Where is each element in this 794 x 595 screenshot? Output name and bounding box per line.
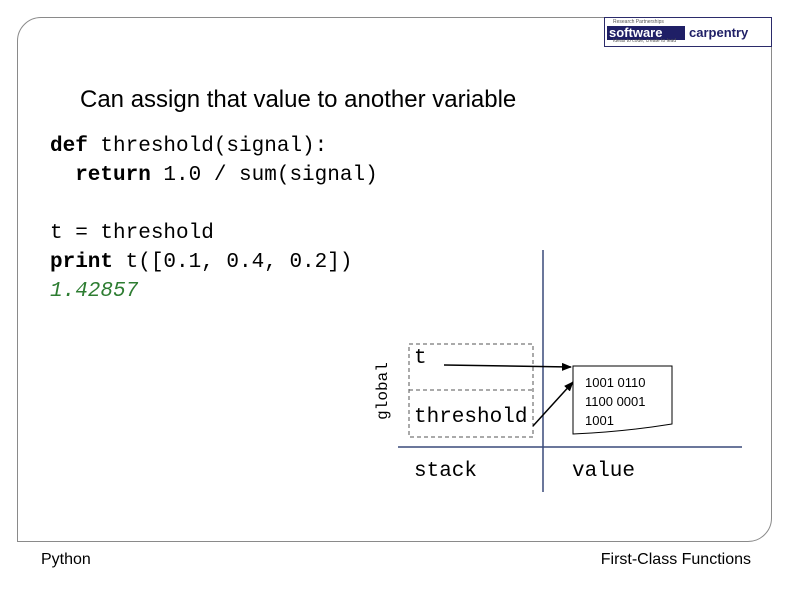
value-document — [572, 365, 673, 435]
keyword-def: def — [50, 135, 88, 158]
slide-title: Can assign that value to another variabl… — [80, 86, 517, 113]
arrow-t — [443, 362, 572, 371]
code-output: 1.42857 — [50, 280, 139, 303]
code-return-rest: 1.0 / sum(signal) — [150, 164, 378, 187]
logo-tagline-top: Research Partnerships — [613, 19, 664, 25]
global-scope-label: global — [374, 362, 392, 420]
code-line-print: print t([0.1, 0.4, 0.2]) — [50, 248, 352, 277]
logo-word-software: software — [609, 25, 663, 40]
footer-right: First-Class Functions — [600, 551, 751, 568]
software-carpentry-logo: Research Partnerships software carpentry… — [604, 17, 772, 47]
stack-var-t: t — [414, 347, 427, 370]
slide-frame — [17, 17, 772, 542]
logo-tagline-bottom: Ideas to code, create to lead — [613, 38, 677, 44]
stack-var-threshold: threshold — [414, 406, 528, 429]
value-bits-line-2: 1100 0001 — [585, 394, 646, 409]
code-print-rest: t([0.1, 0.4, 0.2]) — [113, 251, 353, 274]
value-bits-line-3: 1001 — [585, 413, 614, 428]
stack-label: stack — [414, 460, 478, 483]
value-label: value — [572, 460, 636, 483]
keyword-return: return — [50, 164, 151, 187]
code-line-return: return 1.0 / sum(signal) — [50, 161, 378, 190]
code-def-rest: threshold(signal): — [87, 135, 328, 158]
footer-left: Python — [41, 551, 91, 568]
value-bits-line-1: 1001 0110 — [585, 375, 646, 390]
code-line-assign: t = threshold — [50, 222, 214, 245]
code-line-def: def threshold(signal): — [50, 132, 327, 161]
keyword-print: print — [50, 251, 114, 274]
logo-word-carpentry: carpentry — [685, 26, 771, 40]
arrow-threshold — [532, 381, 574, 427]
